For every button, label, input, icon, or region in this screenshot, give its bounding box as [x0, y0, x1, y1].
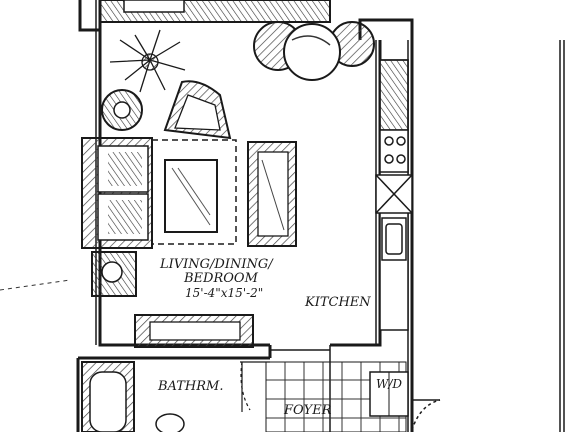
living-room-dimensions: 15'-4"x15'-2": [185, 286, 263, 300]
coffee-table: [164, 159, 218, 233]
sink-icon: [381, 217, 407, 261]
area-rug: [151, 139, 237, 245]
media-console: [134, 314, 254, 348]
window-bench: [99, 0, 331, 23]
living-room-label-line1: LIVING/DINING/: [159, 257, 274, 272]
sofa: [81, 137, 153, 249]
property-line: [0, 279, 71, 291]
stove-icon: [379, 129, 409, 173]
armchair-right: [247, 141, 297, 247]
bathroom-label: BATHRM.: [157, 379, 223, 394]
plant-icon: [109, 29, 186, 93]
toilet-icon: [155, 413, 185, 432]
lamp-table: [101, 89, 143, 131]
laundry-label: W/D: [376, 377, 402, 391]
laundry-closet: [369, 371, 409, 417]
dining-set: [253, 21, 375, 81]
bathroom-door: [240, 361, 270, 412]
entry-door: [411, 399, 441, 431]
bathtub-icon: [81, 361, 135, 432]
armchair: [163, 80, 232, 140]
living-room-label-line2: BEDROOM: [183, 271, 259, 286]
end-table: [91, 251, 137, 297]
fridge-icon: [375, 174, 413, 214]
kitchen-label: KITCHEN: [304, 295, 371, 310]
foyer-label: FOYER: [283, 403, 332, 418]
